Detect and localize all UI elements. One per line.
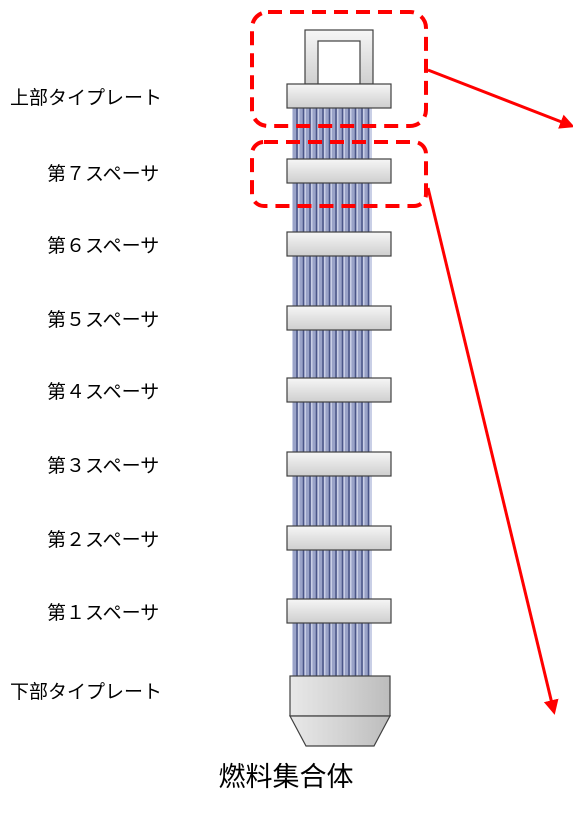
upper-highlight-box bbox=[250, 10, 428, 128]
label-spacer-1: 第１スペーサ bbox=[47, 602, 159, 624]
component-labels: 上部タイプレート 第７スペーサ 第６スペーサ 第５スペーサ 第４スペーサ 第３ス… bbox=[10, 87, 162, 703]
spacer-4 bbox=[286, 377, 392, 403]
spacer-group bbox=[286, 158, 392, 624]
spacer-3 bbox=[286, 451, 392, 477]
label-spacer-5: 第５スペーサ bbox=[47, 309, 159, 331]
top-handle bbox=[304, 29, 374, 85]
label-upper-tie-plate: 上部タイプレート bbox=[10, 87, 162, 109]
spacer-1 bbox=[286, 598, 392, 624]
lower-tie-plate-assembly bbox=[289, 675, 391, 747]
spacer-2 bbox=[286, 525, 392, 551]
handle-opening bbox=[317, 40, 361, 85]
label-lower-tie-plate: 下部タイプレート bbox=[10, 681, 162, 703]
upper-arrow bbox=[427, 68, 573, 129]
spacer-5 bbox=[286, 305, 392, 331]
label-spacer-3: 第３スペーサ bbox=[47, 455, 159, 477]
label-spacer-2: 第２スペーサ bbox=[47, 529, 159, 551]
label-spacer-6: 第６スペーサ bbox=[47, 235, 159, 257]
spacer-6 bbox=[286, 231, 392, 257]
upper-tie-plate bbox=[286, 83, 392, 109]
arrow-group bbox=[426, 68, 573, 715]
spacer-arrow bbox=[426, 187, 559, 715]
diagram-title: 燃料集合体 bbox=[219, 762, 354, 793]
label-spacer-7: 第７スペーサ bbox=[47, 163, 159, 185]
label-spacer-4: 第４スペーサ bbox=[47, 381, 159, 403]
highlight-group bbox=[250, 10, 428, 208]
lower-nozzle bbox=[289, 715, 391, 747]
spacer-highlight-box bbox=[250, 140, 428, 208]
spacer-7 bbox=[286, 158, 392, 184]
lower-tie-plate bbox=[289, 675, 391, 717]
